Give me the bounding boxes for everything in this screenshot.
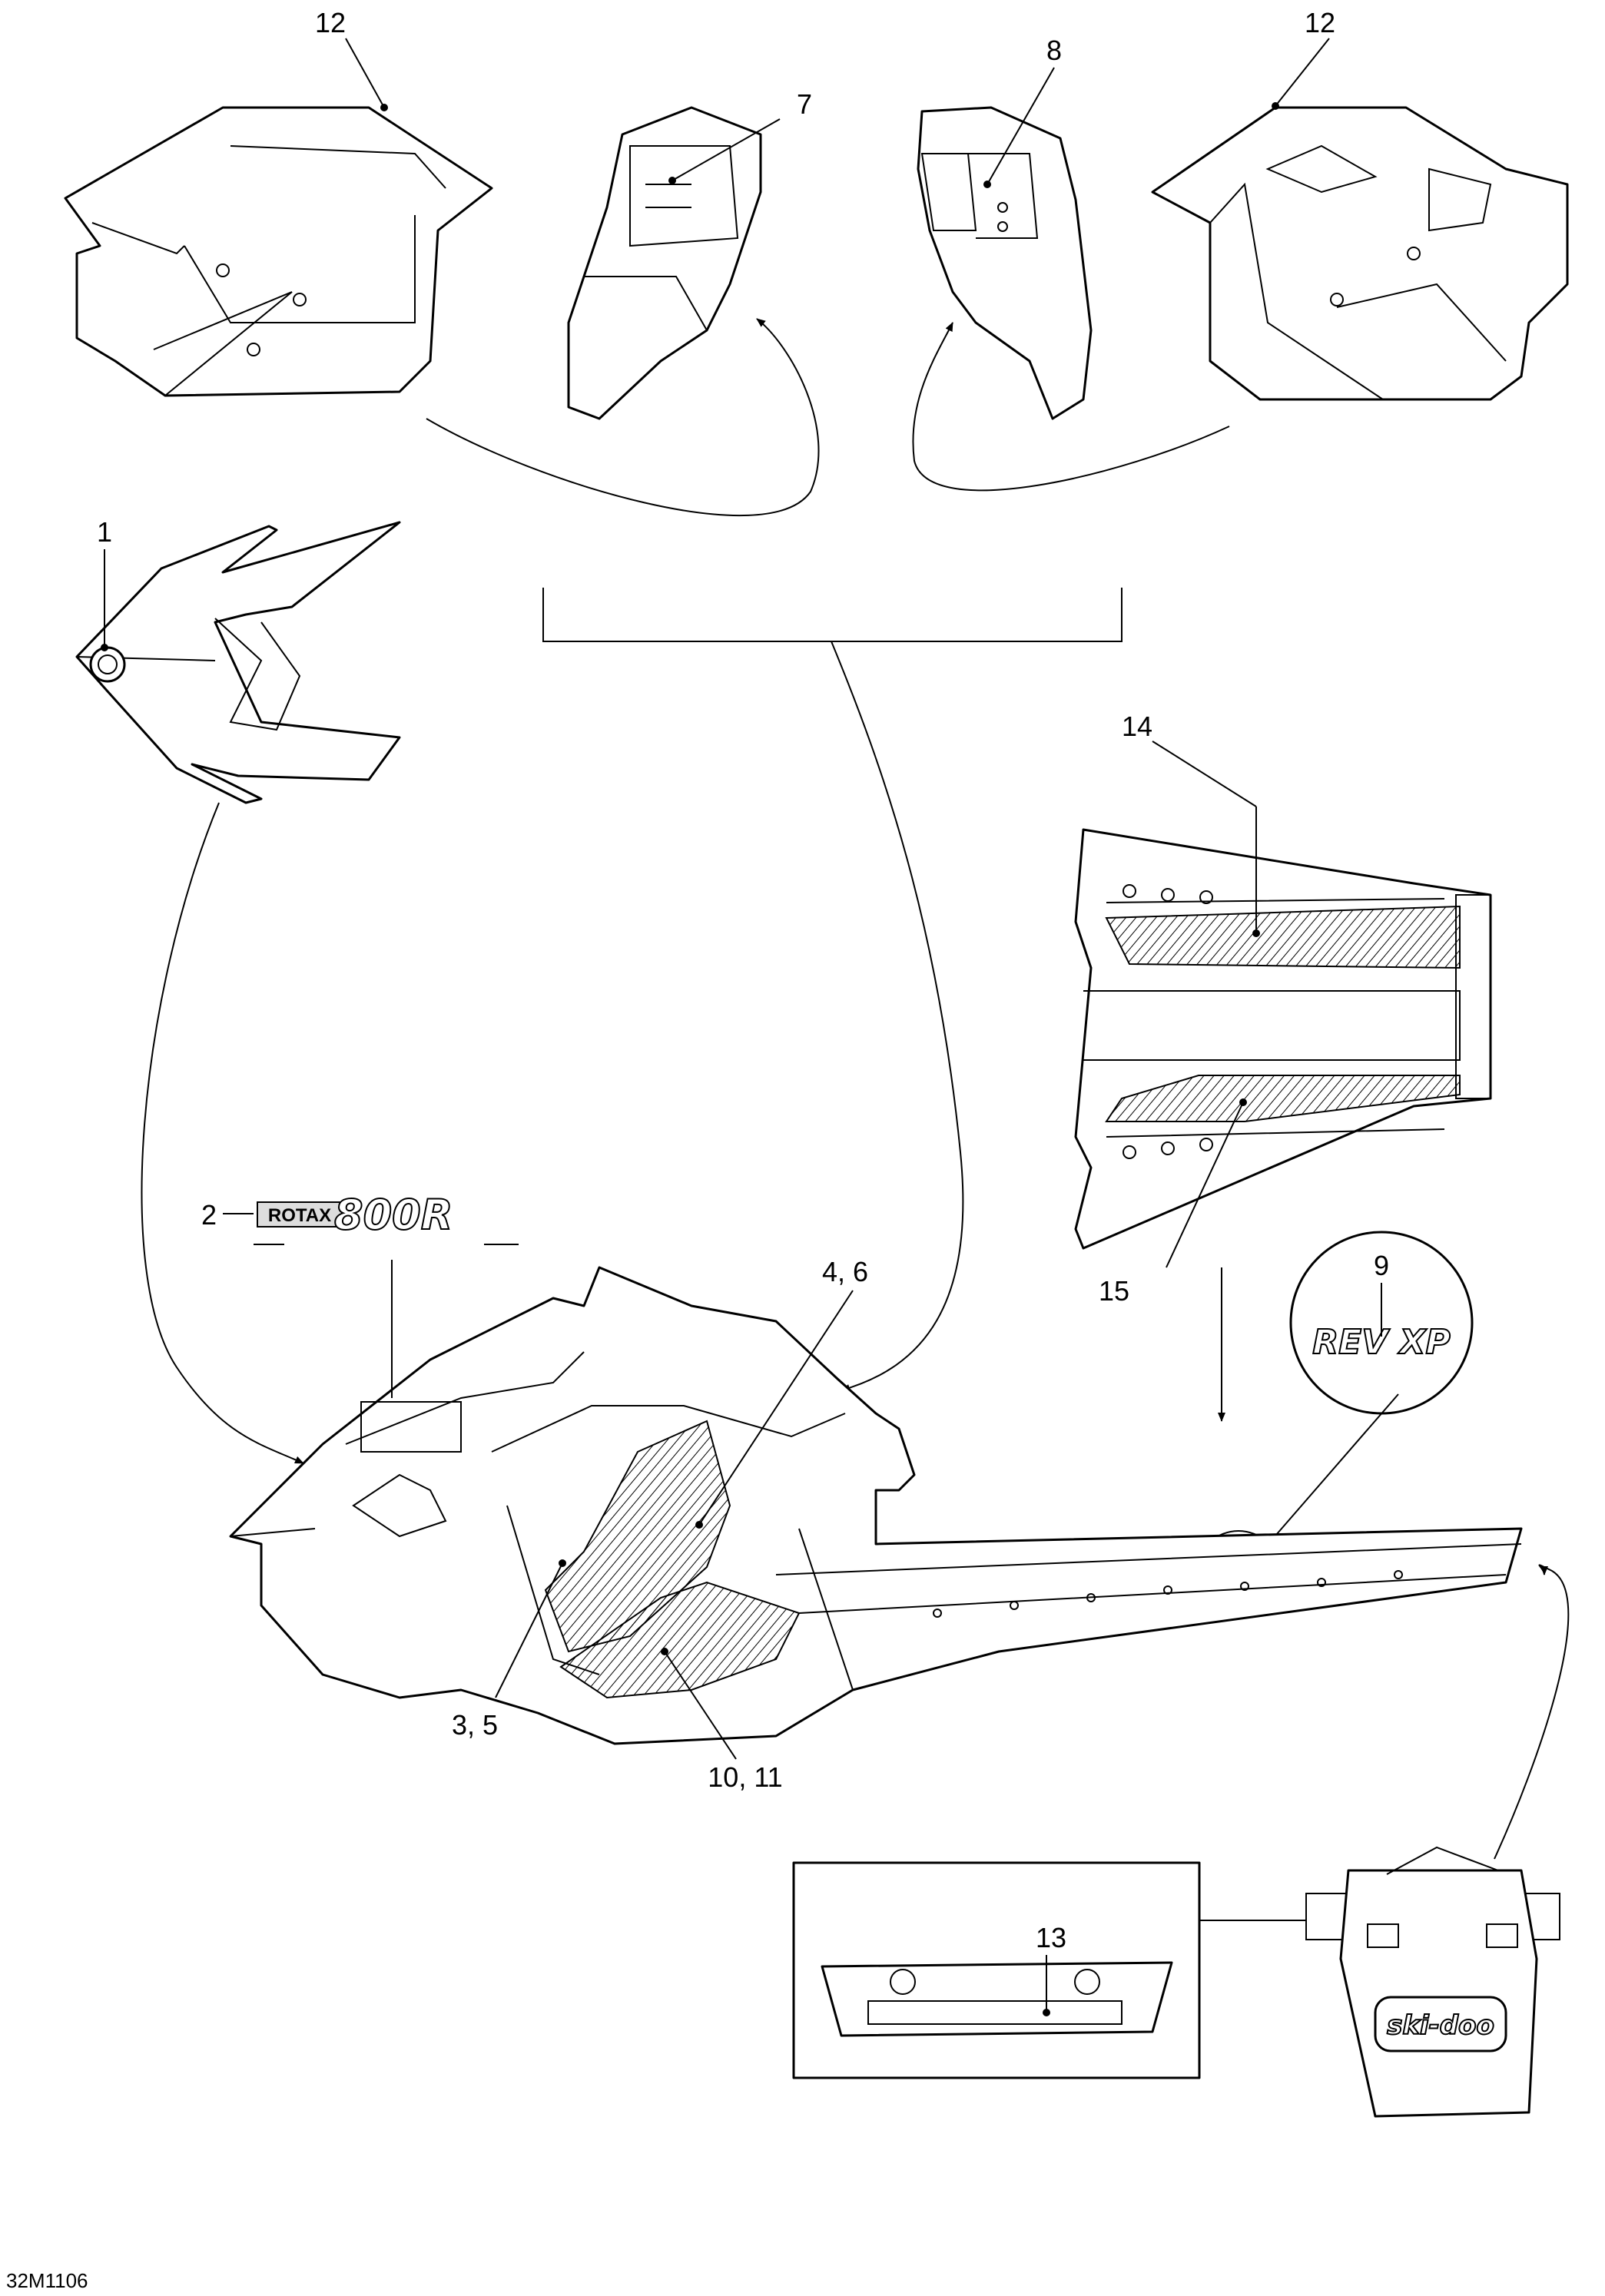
callout-10-11: 10, 11 — [708, 1761, 782, 1793]
rotax-800r-text: 800R — [334, 1191, 453, 1239]
right-side-panel — [1151, 106, 1569, 401]
callout-4-6: 4, 6 — [822, 1256, 868, 1287]
callout-3-5: 3, 5 — [452, 1709, 498, 1741]
rear-snowflap: ski-doo — [1339, 1846, 1538, 2118]
drawing-code: 32M1106 — [6, 2269, 88, 2292]
nose-cone — [75, 521, 401, 804]
callout-13: 13 — [1036, 1922, 1066, 1953]
rotax-text: ROTAX — [268, 1205, 331, 1226]
left-side-panel — [64, 106, 493, 397]
rotax-decal: ROTAX 800R — [254, 1190, 519, 1245]
tunnel-top-view — [1074, 828, 1492, 1250]
rear-decal-detail-box — [792, 1861, 1201, 2079]
callout-7: 7 — [797, 88, 812, 120]
callout-12-right: 12 — [1305, 7, 1335, 38]
snowmobile-body — [229, 1266, 1523, 1745]
callout-9: 9 — [1374, 1250, 1389, 1281]
callout-1: 1 — [97, 516, 112, 548]
callout-12-left: 12 — [315, 7, 346, 38]
right-upper-panel — [917, 106, 1093, 420]
callout-2: 2 — [201, 1199, 217, 1231]
callout-14: 14 — [1122, 711, 1152, 742]
skidoo-logo: ski-doo — [1387, 2010, 1494, 2041]
callout-15: 15 — [1099, 1275, 1129, 1307]
left-upper-panel — [567, 106, 762, 420]
callout-8: 8 — [1046, 35, 1062, 66]
